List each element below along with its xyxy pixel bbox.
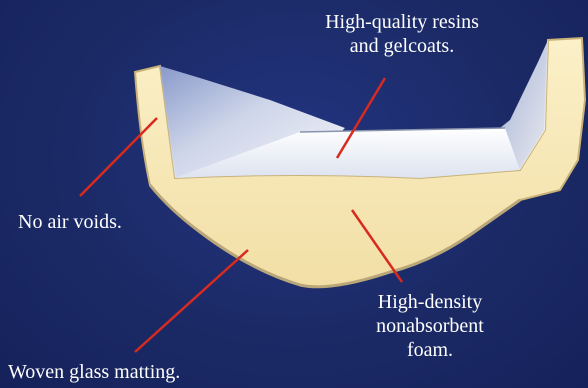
label-glass-text: Woven glass matting. <box>8 360 180 384</box>
label-resins-gelcoats: High-quality resins and gelcoats. <box>302 10 502 58</box>
pointer-glass <box>135 250 248 352</box>
label-foam-line1: High-density <box>340 290 520 314</box>
label-foam-line3: foam. <box>340 338 520 362</box>
label-no-air-voids: No air voids. <box>18 210 122 234</box>
label-foam: High-density nonabsorbent foam. <box>340 290 520 362</box>
label-foam-line2: nonabsorbent <box>340 314 520 338</box>
label-resins-line2: and gelcoats. <box>302 34 502 58</box>
label-woven-glass-matting: Woven glass matting. <box>8 360 180 384</box>
label-voids-text: No air voids. <box>18 210 122 234</box>
label-resins-line1: High-quality resins <box>302 10 502 34</box>
